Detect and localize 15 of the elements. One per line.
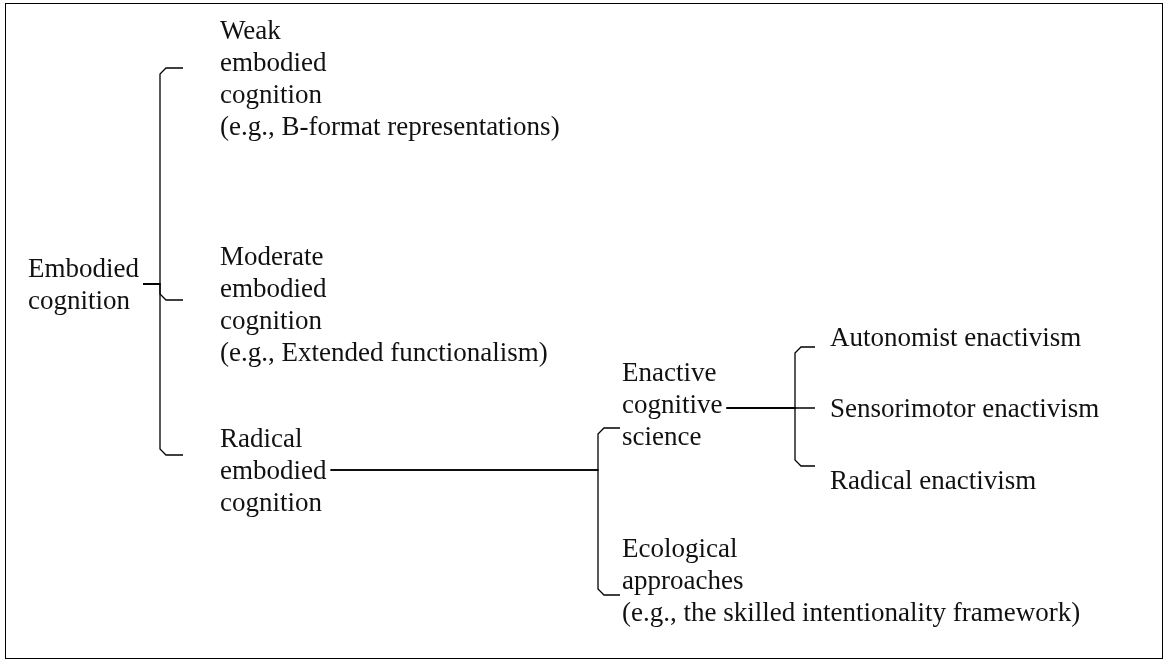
bracket-line — [725, 407, 816, 467]
example-note: (e.g., the skilled intentionality framework) — [622, 596, 1081, 628]
node-label: Moderate embodied cognition — [220, 240, 327, 336]
node-label: Ecological approaches — [622, 532, 744, 596]
bracket-line — [142, 283, 184, 456]
node-label: Sensorimotor enactivism — [830, 392, 1100, 424]
node-label: Embodied cognition — [28, 252, 139, 316]
node-label: Autonomist enactivism — [830, 321, 1082, 353]
example-note: (e.g., Extended functionalism) — [220, 336, 548, 368]
bracket-line — [329, 469, 621, 596]
node-label: Weak embodied cognition — [220, 14, 327, 110]
node-label: Radical embodied cognition — [220, 422, 327, 518]
node-label: Enactive cognitive science — [622, 356, 723, 452]
example-note: (e.g., B-format representations) — [220, 110, 560, 142]
node-label: Radical enactivism — [830, 464, 1037, 496]
